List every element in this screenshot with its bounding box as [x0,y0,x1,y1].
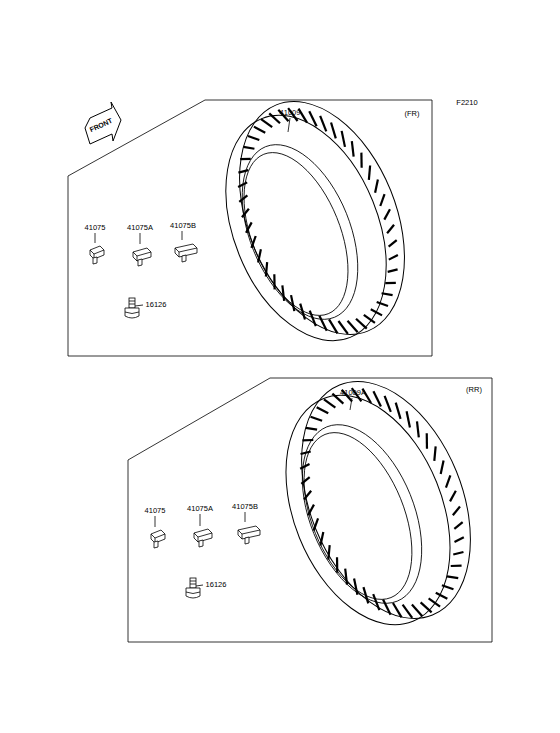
front-arrow [85,102,121,144]
position-tag: (RR) [466,386,482,394]
balance-weight [90,246,104,264]
part-number: 41075A [187,505,213,513]
balance-weight [194,529,212,547]
part-number: 16126 [206,581,227,589]
part-number: 41075B [170,222,196,230]
front-panel [68,100,432,356]
part-number: 16126 [146,301,167,309]
rear-panel [128,378,492,642]
balance-weight [175,244,197,262]
balance-weight [238,526,260,544]
part-number: 41075A [127,224,153,232]
figure-number: F2210 [456,99,477,107]
front-tire [195,77,436,364]
valve [125,298,139,318]
part-number: 41075 [145,507,166,515]
position-tag: (FR) [405,110,420,118]
part-number: 41075B [232,503,258,511]
balance-weight [151,530,165,548]
rear-tire [254,357,502,649]
balance-weight [133,248,151,266]
part-number: 41075 [85,224,106,232]
part-number: 41009 [280,109,301,117]
part-number: 41009A [340,389,366,397]
valve [186,578,200,598]
